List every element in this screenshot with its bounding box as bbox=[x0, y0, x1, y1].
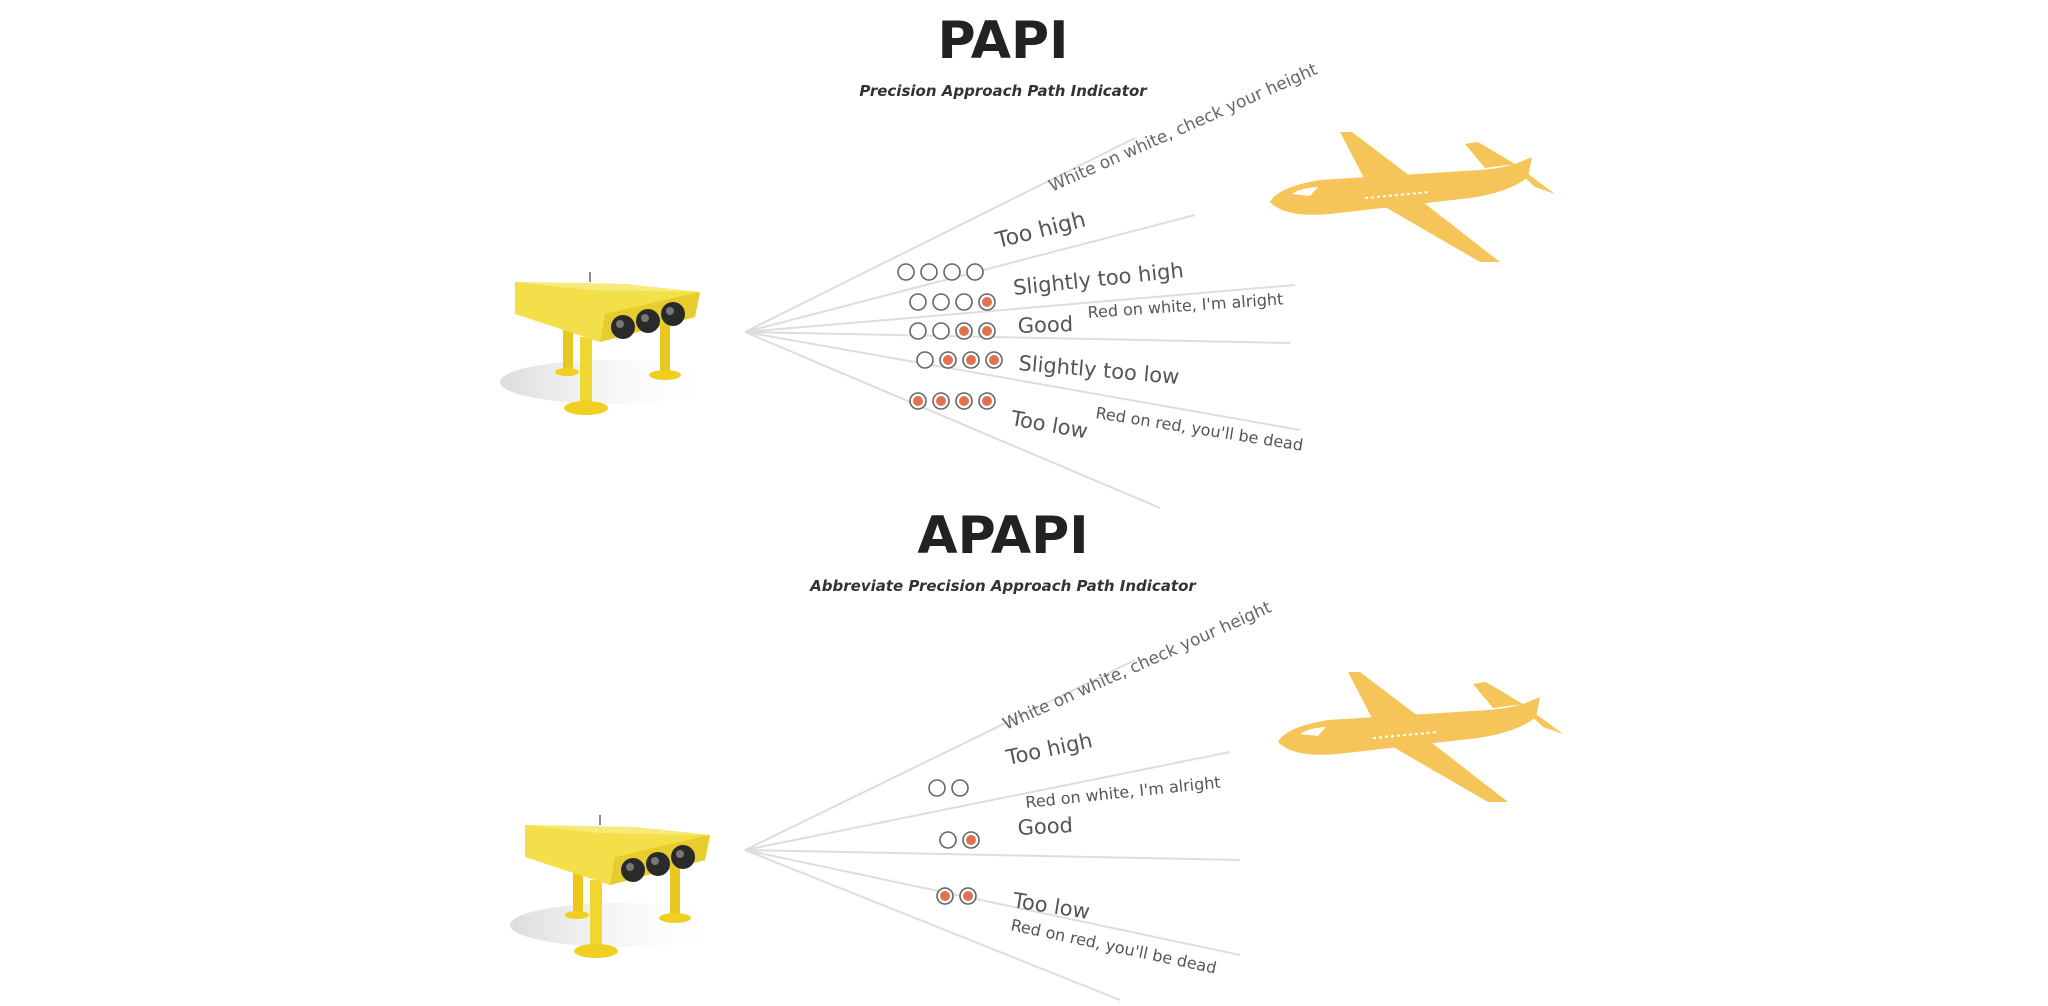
red-light-fill bbox=[989, 355, 999, 365]
red-light-fill bbox=[940, 891, 950, 901]
red-light-fill bbox=[959, 326, 969, 336]
papi-beams bbox=[744, 137, 1301, 509]
white-light-indicator bbox=[909, 322, 927, 340]
papi-mnemonic-high: White on white, check your height bbox=[1046, 59, 1321, 196]
papi-label-slightly-too-high: Slightly too high bbox=[1012, 258, 1185, 300]
red-light-fill bbox=[982, 297, 992, 307]
papi-label-too-low: Too low bbox=[1008, 406, 1089, 443]
white-light-indicator bbox=[928, 779, 946, 797]
white-light-indicator bbox=[897, 263, 915, 281]
apapi-mnemonic-high: White on white, check your height bbox=[1000, 597, 1275, 734]
red-light-fill bbox=[959, 396, 969, 406]
red-light-fill bbox=[982, 396, 992, 406]
papi-light-row bbox=[909, 392, 996, 410]
white-light-indicator bbox=[909, 293, 927, 311]
white-light-indicator bbox=[916, 351, 934, 369]
apapi-beams bbox=[744, 659, 1241, 1001]
white-light-indicator bbox=[943, 263, 961, 281]
apapi-light-row bbox=[936, 887, 977, 905]
papi-light-row bbox=[909, 322, 996, 340]
airplane-icon bbox=[1277, 671, 1564, 803]
papi-light-unit-icon bbox=[499, 271, 721, 416]
apapi-title: APAPI bbox=[917, 506, 1088, 566]
papi-section: PAPI Precision Approach Path Indicator W… bbox=[499, 11, 1556, 509]
apapi-label-good: Good bbox=[1017, 813, 1073, 840]
papi-light-row bbox=[916, 351, 1003, 369]
white-light-indicator bbox=[920, 263, 938, 281]
white-light-indicator bbox=[932, 322, 950, 340]
white-light-indicator bbox=[939, 831, 957, 849]
papi-mnemonic-low: Red on red, you'll be dead bbox=[1094, 403, 1304, 455]
red-light-fill bbox=[966, 835, 976, 845]
red-light-fill bbox=[913, 396, 923, 406]
red-light-fill bbox=[963, 891, 973, 901]
white-light-indicator bbox=[951, 779, 969, 797]
white-light-indicator bbox=[955, 293, 973, 311]
red-light-fill bbox=[936, 396, 946, 406]
apapi-light-rows bbox=[928, 779, 980, 905]
apapi-label-too-high: Too high bbox=[1003, 728, 1094, 770]
apapi-section: APAPI Abbreviate Precision Approach Path… bbox=[509, 506, 1564, 1001]
apapi-light-row bbox=[939, 831, 980, 849]
white-light-indicator bbox=[966, 263, 984, 281]
apapi-subtitle: Abbreviate Precision Approach Path Indic… bbox=[809, 577, 1197, 595]
papi-light-rows bbox=[897, 263, 1003, 410]
papi-title: PAPI bbox=[937, 11, 1068, 71]
apapi-mnemonic-good: Red on white, I'm alright bbox=[1024, 773, 1221, 812]
airplane-icon bbox=[1269, 131, 1556, 263]
apapi-light-row bbox=[928, 779, 969, 797]
papi-light-row bbox=[897, 263, 984, 281]
papi-light-row bbox=[909, 293, 996, 311]
red-light-fill bbox=[982, 326, 992, 336]
red-light-fill bbox=[943, 355, 953, 365]
papi-subtitle: Precision Approach Path Indicator bbox=[859, 82, 1148, 100]
red-light-fill bbox=[966, 355, 976, 365]
papi-label-slightly-too-low: Slightly too low bbox=[1018, 351, 1181, 389]
papi-label-good: Good bbox=[1017, 312, 1073, 338]
apapi-light-unit-icon bbox=[509, 814, 731, 959]
white-light-indicator bbox=[932, 293, 950, 311]
